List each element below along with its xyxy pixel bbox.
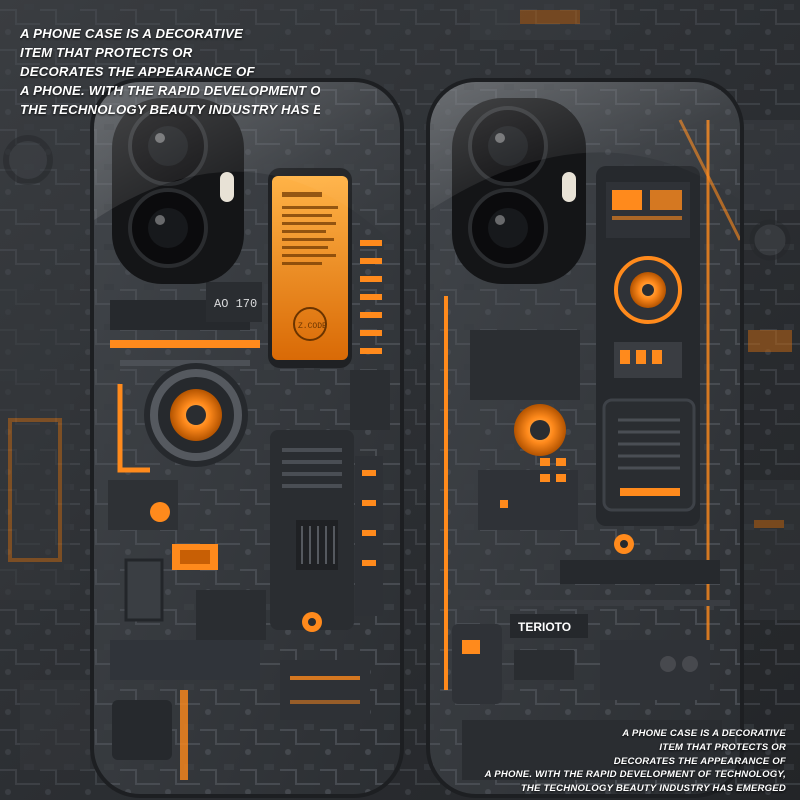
caption-top-line: THE TECHNOLOGY BEAUTY INDUSTRY HAS EMERG… bbox=[20, 102, 320, 117]
caption-top-line: DECORATES THE APPEARANCE OF bbox=[20, 64, 255, 79]
caption-bottom: A PHONE CASE IS A DECORATIVE ITEM THAT P… bbox=[466, 727, 786, 796]
caption-bottom-line: A PHONE CASE IS A DECORATIVE bbox=[622, 728, 786, 739]
display-label: AO 170 bbox=[214, 297, 257, 311]
brand-label: TERIOTO bbox=[518, 620, 571, 634]
caption-top-line: A PHONE. WITH THE RAPID DEVELOPMENT OF T… bbox=[20, 83, 320, 98]
caption-top-line: A PHONE CASE IS A DECORATIVE bbox=[20, 26, 243, 41]
screen-text: Z.CODE bbox=[298, 322, 327, 331]
caption-top: A PHONE CASE IS A DECORATIVE ITEM THAT P… bbox=[20, 24, 320, 119]
caption-bottom-line: A PHONE. WITH THE RAPID DEVELOPMENT OF T… bbox=[484, 769, 786, 781]
caption-top-line: ITEM THAT PROTECTS OR bbox=[20, 45, 193, 60]
caption-bottom-line: THE TECHNOLOGY BEAUTY INDUSTRY HAS EMERG… bbox=[520, 783, 786, 795]
caption-bottom-line: DECORATES THE APPEARANCE OF bbox=[613, 755, 786, 767]
caption-bottom-line: ITEM THAT PROTECTS OR bbox=[659, 741, 786, 753]
